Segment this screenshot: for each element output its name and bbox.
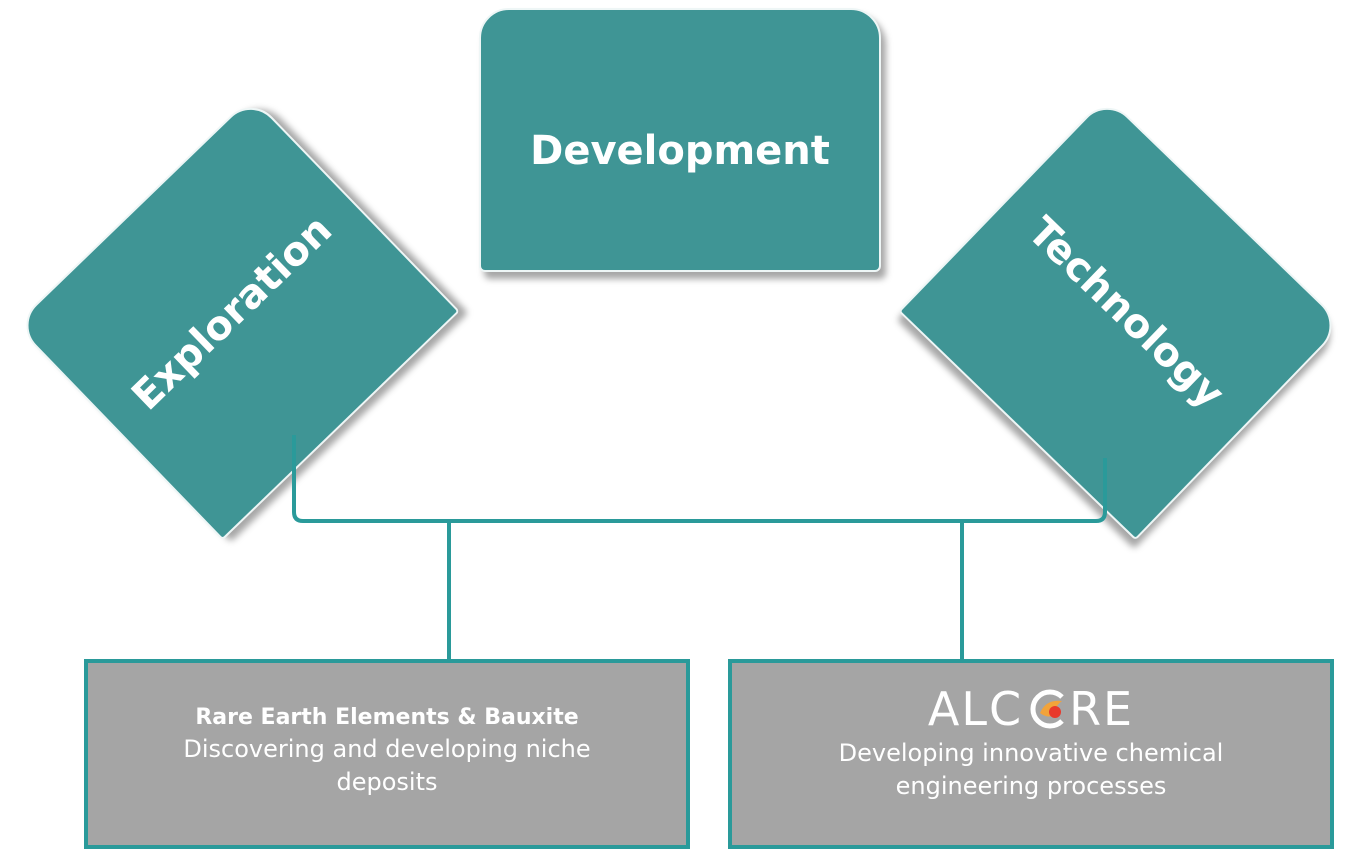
alcore-description: Developing innovative chemical engineeri… [838,739,1224,800]
alcore-logo-text-end: RE [1069,682,1135,736]
exploration-label: Exploration [123,206,342,420]
alcore-logo-mark-icon [1030,689,1064,729]
alcore-logo: ALC RE [928,683,1134,735]
technology-label: Technology [1018,208,1233,418]
alcore-box: ALC RE Developing innovative chemical en… [728,659,1334,849]
alcore-logo-text-start: ALC [927,682,1024,736]
technology-card: Technology [898,95,1344,541]
rare-earth-heading: Rare Earth Elements & Bauxite [195,705,579,730]
development-label: Development [530,128,830,174]
rare-earth-box: Rare Earth Elements & Bauxite Discoverin… [84,659,690,849]
development-card: Development [479,8,881,272]
exploration-card: Exploration [14,95,460,541]
bracket-connector [292,435,1107,523]
rare-earth-description: Discovering and developing niche deposit… [183,735,591,796]
